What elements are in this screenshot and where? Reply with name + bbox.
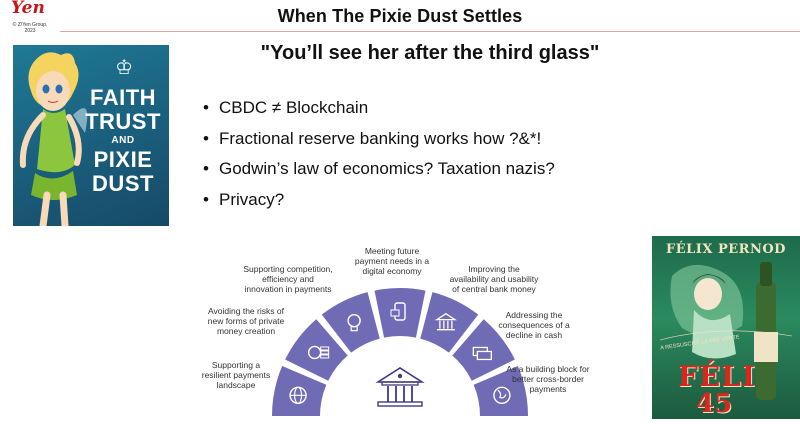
caption-line: consequences of a [498, 320, 570, 330]
caption-private-money: Avoiding the risks of new forms of priva… [196, 306, 296, 336]
caption-line: resilient payments [201, 370, 271, 380]
world-icon [493, 386, 511, 404]
bank-icon [434, 312, 458, 331]
poster-word-trust: TRUST [85, 109, 161, 134]
arc-segment [272, 366, 327, 416]
bullet-dot: • [203, 189, 209, 209]
caption-line: Supporting competition, [243, 264, 333, 274]
poster-number: 45 [696, 389, 733, 419]
bullet-dot: • [203, 128, 209, 148]
bullet-item: • Privacy? [203, 185, 555, 216]
caption-line: Avoiding the risks of [208, 306, 284, 316]
bullet-item: • CBDC ≠ Blockchain [203, 93, 555, 124]
caption-line: Addressing the [505, 310, 563, 320]
caption-digital-economy: Meeting future payment needs in a digita… [342, 246, 442, 276]
crown-icon: ♔ [115, 57, 133, 79]
bullet-item: • Godwin’s law of economics? Taxation naz… [203, 154, 555, 185]
central-bank-icon [375, 367, 425, 407]
caption-line: new forms of private [207, 316, 285, 326]
arc-diagram-graphic [272, 288, 528, 416]
caption-line: money creation [216, 326, 276, 336]
poster-word-faith: FAITH [89, 85, 157, 110]
caption-competition: Supporting competition, efficiency and i… [234, 264, 342, 294]
bullet-dot: • [203, 159, 209, 178]
logo-copyright: © Z/Yen Group, 2023 [8, 22, 52, 34]
caption-line: of central bank money [452, 284, 536, 294]
caption-line: better cross-border [512, 374, 584, 384]
poster-word-pixie: PIXIE [93, 147, 153, 172]
mobile-payment-icon [390, 302, 406, 321]
bullet-text: CBDC ≠ Blockchain [219, 98, 369, 117]
caption-line: landscape [216, 380, 256, 390]
copyright-year: 2023 [24, 28, 36, 34]
caption-line: As a building block for [506, 364, 590, 374]
title-divider [60, 31, 800, 32]
caption-line: Supporting a [211, 360, 261, 370]
faith-trust-pixie-dust-poster: ♔ FAITH TRUST AND PIXIE DUST [13, 45, 169, 226]
copyright-line: © Z/Yen Group, [12, 22, 48, 28]
caption-line: payments [529, 384, 567, 394]
bullet-text: Privacy? [219, 189, 285, 209]
caption-central-bank-money: Improving the availability and usability… [440, 264, 548, 294]
bullet-list: • CBDC ≠ Blockchain • Fractional reserve b… [203, 93, 555, 215]
poster-brand: FÉLIX PERNOD [666, 242, 786, 257]
arc-segment [452, 319, 515, 381]
arc-segment [321, 292, 380, 353]
tinkerbell-illustration [19, 52, 88, 226]
caption-decline-cash: Addressing the consequences of a decline… [486, 310, 582, 340]
caption-line: innovation in payments [244, 284, 332, 294]
zyen-logo: Yen © Z/Yen Group, 2023 [4, 0, 50, 44]
poster-word-and: AND [111, 135, 135, 146]
bullet-dot: • [203, 98, 209, 117]
caption-line: efficiency and [262, 274, 314, 284]
caption-line: availability and usability [449, 274, 539, 284]
bullet-item: • Fractional reserve banking works how ?&… [203, 124, 555, 155]
arc-segment [374, 288, 426, 338]
caption-line: decline in cash [505, 330, 563, 340]
arc-segment [285, 319, 348, 381]
bullet-text: Fractional reserve banking works how ?&*… [219, 128, 542, 148]
caption-line: payment needs in a [354, 256, 430, 266]
globe-icon [289, 386, 307, 404]
bullet-text: Godwin’s law of economics? Taxation nazi… [219, 159, 555, 178]
poster-word-dust: DUST [92, 171, 154, 196]
coins-icon [307, 345, 330, 360]
slide-subtitle: "You’ll see her after the third glass" [260, 42, 600, 64]
caption-line: digital economy [362, 266, 422, 276]
poster-feli: FÉLI [678, 360, 757, 393]
caption-line: Improving the [468, 264, 520, 274]
slide-title: When The Pixie Dust Settles [277, 6, 523, 26]
caption-resilient: Supporting a resilient payments landscap… [190, 360, 282, 390]
caption-line: Meeting future [364, 246, 420, 256]
cash-icon [472, 346, 492, 361]
arc-segment [473, 366, 528, 416]
lightbulb-icon [347, 313, 361, 332]
arc-segment [420, 292, 479, 353]
felix-pernod-poster: FÉLIX PERNOD A RESSUSCITÉ LA FÉE VERTE F… [652, 236, 800, 419]
green-fairy-illustration [659, 262, 793, 400]
logo-text: Yen [11, 0, 45, 18]
cbdc-motivations-diagram: Supporting a resilient payments landscap… [190, 240, 610, 419]
caption-cross-border: As a building block for better cross-bor… [496, 364, 600, 394]
